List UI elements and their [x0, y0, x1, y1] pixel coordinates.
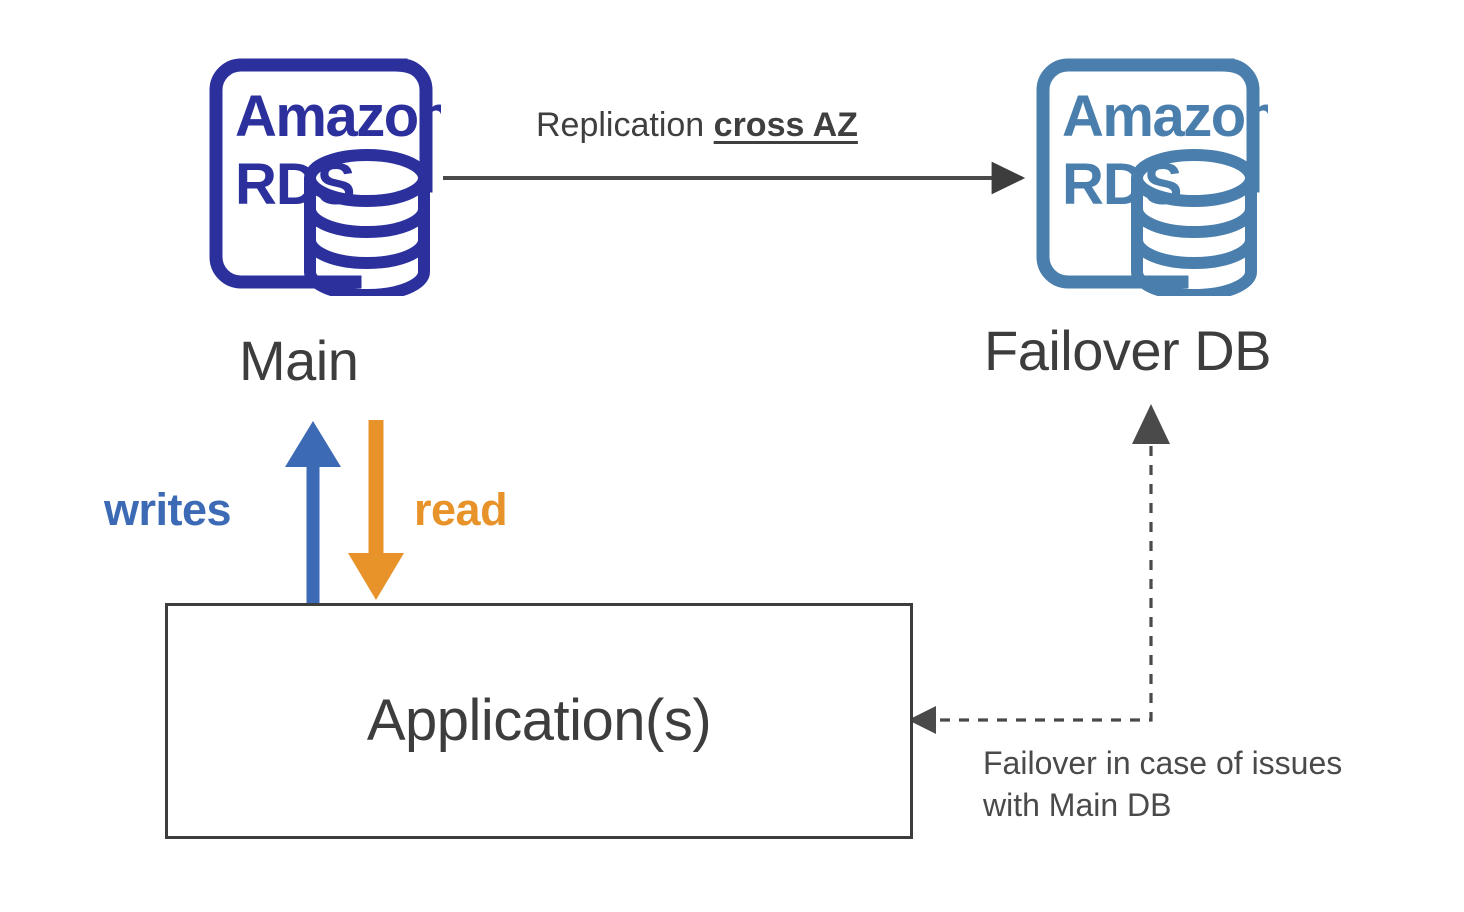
- read-arrow: [348, 420, 404, 600]
- application-box-label: Application(s): [366, 688, 712, 753]
- svg-text:Amazon: Amazon: [235, 84, 441, 149]
- failover-caption-line-2: with Main DB: [983, 787, 1172, 824]
- failover-caption: Failover in case of issues with Main DB: [983, 742, 1342, 826]
- replication-edge-label: Replication cross AZ: [536, 108, 858, 142]
- writes-arrow: [285, 421, 341, 605]
- replication-label-normal: Replication: [536, 106, 714, 144]
- writes-label: writes: [104, 484, 232, 535]
- application-box: Application(s): [165, 603, 913, 839]
- amazon-rds-icon-failover: Amazon RDS: [1032, 58, 1268, 296]
- failover-caption-line-1: Failover in case of issues: [983, 745, 1343, 781]
- read-label: read: [414, 484, 508, 535]
- main-db-label: Main: [239, 329, 359, 392]
- amazon-rds-icon-main: Amazon RDS: [205, 58, 441, 296]
- failover-arrow: [908, 404, 1170, 734]
- failover-db-label: Failover DB: [984, 319, 1272, 382]
- svg-text:Amazon: Amazon: [1062, 84, 1268, 149]
- replication-label-strong: cross AZ: [713, 106, 858, 144]
